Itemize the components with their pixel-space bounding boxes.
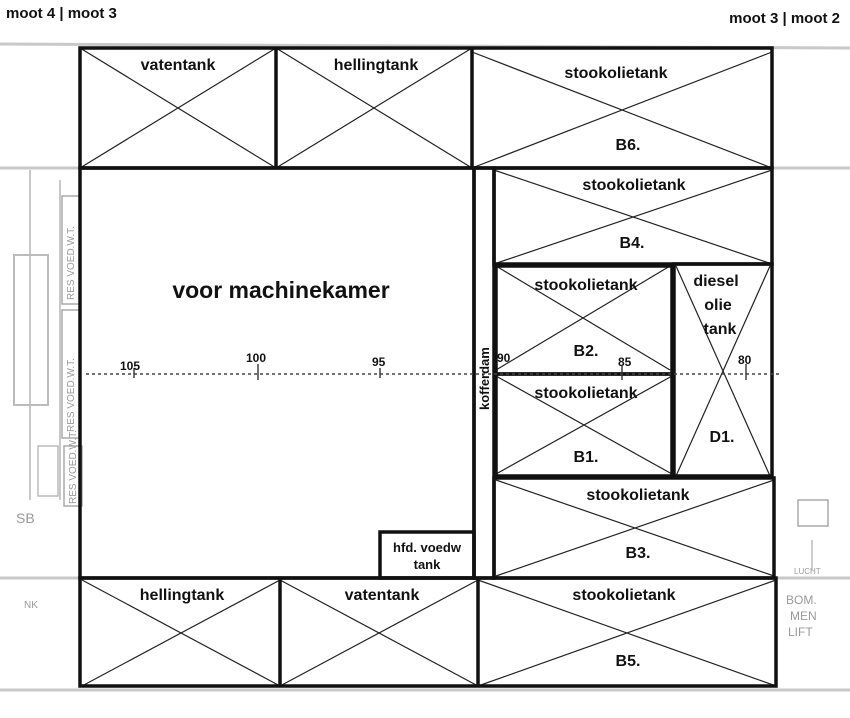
right-label-3: LIFT — [788, 625, 813, 639]
b2-code-label: B2. — [574, 343, 599, 360]
compartment-labels: vatentank hellingtank stookolietank B6. … — [140, 57, 739, 670]
tank-boundaries — [78, 46, 778, 688]
tick-95: 95 — [372, 355, 386, 369]
header: moot 4 | moot 3 moot 3 | moot 2 — [0, 0, 850, 30]
kofferdam-label: kofferdam — [477, 347, 492, 410]
frame-tick-labels: 105 100 95 90 85 80 — [120, 351, 752, 373]
sb-label: SB — [16, 510, 35, 526]
res-voed-label-3: RES VOED.W.T. — [68, 430, 79, 504]
d1-line2-label: olie — [704, 297, 732, 314]
d1-line3-label: tank — [704, 321, 737, 338]
res-voed-label-2: RES VOED.W.T. — [66, 358, 77, 432]
b6-name-label: stookolietank — [564, 65, 667, 82]
b3-name-label: stookolietank — [586, 487, 689, 504]
left-margin-faded: RES VOED.W.T. RES VOED.W.T. RES VOED.W.T… — [13, 195, 83, 611]
b4-name-label: stookolietank — [582, 177, 685, 194]
tick-100: 100 — [246, 351, 266, 365]
d1-code-label: D1. — [710, 429, 735, 446]
right-margin-faded: LUCHT BOM. MEN LIFT — [786, 499, 829, 639]
lucht-label: LUCHT — [794, 567, 821, 576]
bottom-vatentank-label: vatentank — [345, 587, 420, 604]
b2-name-label: stookolietank — [534, 277, 637, 294]
tank-diagonals — [79, 47, 777, 687]
b5-name-label: stookolietank — [572, 587, 675, 604]
b1-name-label: stookolietank — [534, 385, 637, 402]
top-hellingtank-label: hellingtank — [334, 57, 419, 74]
tick-105: 105 — [120, 359, 140, 373]
nk-label: NK — [24, 600, 38, 611]
b3-code-label: B3. — [626, 545, 651, 562]
res-voed-label-1: RES VOED.W.T. — [66, 226, 77, 300]
d1-line1-label: diesel — [693, 273, 738, 290]
bottom-hellingtank-label: hellingtank — [140, 587, 225, 604]
top-vatentank-label: vatentank — [141, 57, 216, 74]
frame-line — [86, 364, 780, 380]
hfd-line2-label: tank — [414, 557, 442, 572]
tick-90: 90 — [497, 351, 511, 365]
machinekamer-label: voor machinekamer — [172, 277, 389, 303]
b5-code-label: B5. — [616, 653, 641, 670]
b6-code-label: B6. — [616, 137, 641, 154]
b4-code-label: B4. — [620, 235, 645, 252]
hfd-line1-label: hfd. voedw — [393, 540, 462, 555]
right-label-1: BOM. — [786, 593, 817, 607]
tick-85: 85 — [618, 355, 632, 369]
header-left-label: moot 4 | moot 3 — [6, 5, 117, 22]
right-label-2: MEN — [790, 609, 817, 623]
header-right-label: moot 3 | moot 2 — [729, 10, 840, 27]
b1-code-label: B1. — [574, 449, 599, 466]
tick-80: 80 — [738, 353, 752, 367]
